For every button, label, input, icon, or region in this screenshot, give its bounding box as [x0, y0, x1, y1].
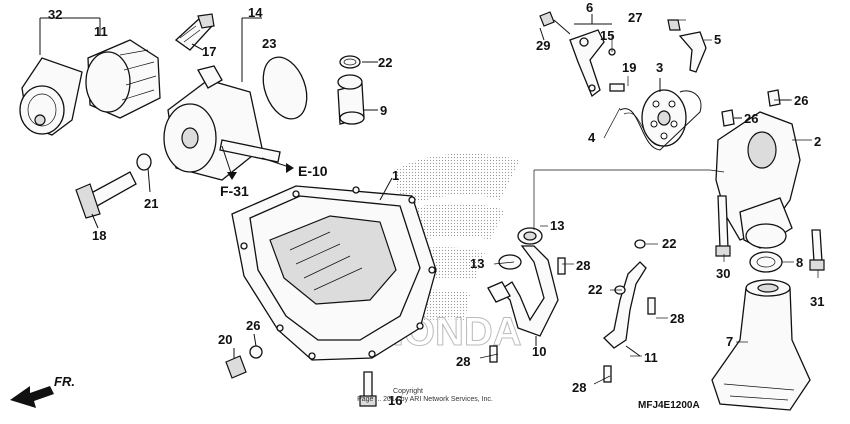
callout-28a: 28 — [576, 258, 590, 273]
oil-cooler — [163, 17, 281, 181]
front-direction-arrow: FR. — [10, 374, 75, 408]
chain-tensioner — [539, 11, 707, 98]
oil-pressure-switch — [337, 55, 378, 125]
pan-bolt-washer — [225, 333, 263, 379]
callout-numbers: 32 11 17 14 23 22 9 21 18 1 20 26 16 13 … — [48, 0, 824, 408]
leader-lines — [479, 19, 819, 385]
pump-long-bolts — [715, 195, 825, 271]
oil-pipe — [487, 227, 559, 346]
callout-3: 3 — [656, 60, 663, 75]
callout-17: 17 — [202, 44, 216, 59]
callout-28b: 28 — [456, 354, 470, 369]
callout-25: 26 — [246, 318, 260, 333]
oil-pump-sprocket-chain — [619, 78, 702, 151]
callout-16: 16 — [388, 393, 402, 408]
copyright-line-2: Page ... 2014 by ARI Network Services, I… — [357, 396, 493, 403]
callout-2: 2 — [814, 134, 821, 149]
callout-1: 1 — [392, 168, 399, 183]
drain-bolt — [75, 153, 152, 229]
callout-12: 11 — [94, 24, 108, 39]
oil-strainer — [711, 251, 811, 411]
callout-24: 23 — [262, 36, 276, 51]
callout-32: 32 — [48, 7, 62, 22]
callout-11: 11 — [644, 350, 658, 365]
callout-5: 5 — [714, 32, 721, 47]
callout-26b: 26 — [744, 111, 758, 126]
callout-21: 21 — [144, 196, 158, 211]
callout-28d: 28 — [572, 380, 586, 395]
callout-27: 27 — [628, 10, 642, 25]
callout-28c: 28 — [670, 311, 684, 326]
o-ring — [262, 56, 308, 120]
callout-22b: 22 — [588, 282, 602, 297]
callout-8: 8 — [796, 255, 803, 270]
diagram-code: MFJ4E1200A — [638, 400, 700, 411]
long-bolt — [359, 371, 377, 407]
callout-14: 14 — [248, 5, 263, 20]
callout-30: 30 — [716, 266, 730, 281]
ref-f31: F-31 — [220, 183, 249, 199]
ref-e10: E-10 — [298, 163, 328, 179]
front-label: FR. — [54, 374, 75, 389]
callout-20: 20 — [218, 332, 232, 347]
strainer-pipe — [603, 239, 647, 357]
callout-22a: 22 — [662, 236, 676, 251]
copyright-line-1: Copyright — [393, 388, 423, 395]
oil-pan — [231, 177, 437, 361]
oil-filter — [85, 18, 161, 119]
callout-19: 19 — [622, 60, 636, 75]
callout-13a: 13 — [550, 218, 564, 233]
callout-7: 7 — [726, 334, 733, 349]
callout-29: 29 — [536, 38, 550, 53]
oil-filter-wrench — [19, 17, 100, 136]
callout-10: 10 — [532, 344, 546, 359]
callout-18: 18 — [92, 228, 106, 243]
oil-bolt — [174, 13, 215, 51]
reference-arrows — [221, 145, 294, 180]
oil-pump — [715, 89, 801, 249]
callout-31: 31 — [810, 294, 824, 309]
callout-26a: 26 — [794, 93, 808, 108]
callout-4: 4 — [588, 130, 596, 145]
callout-13b: 13 — [470, 256, 484, 271]
callout-6: 6 — [586, 0, 593, 15]
callout-15: 15 — [600, 28, 614, 43]
callout-23: 22 — [378, 55, 392, 70]
callout-9: 9 — [380, 103, 387, 118]
